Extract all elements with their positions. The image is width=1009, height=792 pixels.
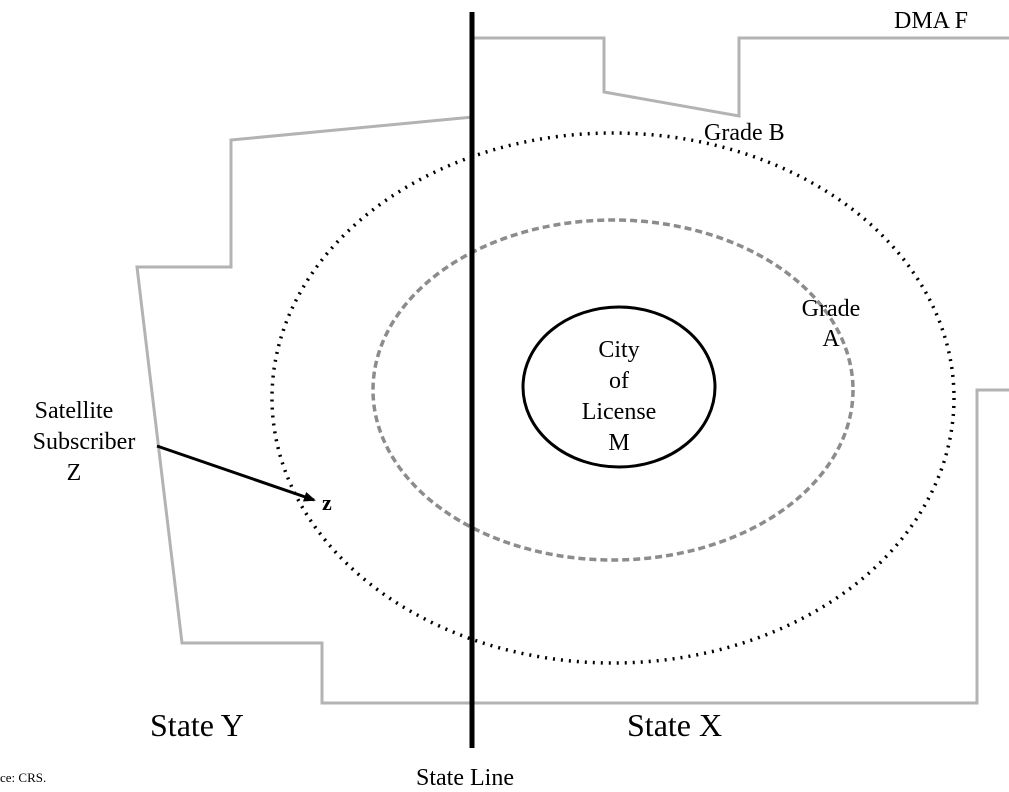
subscriber-label-line1: Satellite — [35, 398, 114, 424]
city-label-line4: M — [608, 430, 629, 456]
dma-label: DMA F — [894, 8, 968, 34]
dma-boundary-top — [471, 36, 1009, 118]
state-x-label: State X — [627, 707, 722, 743]
city-label-line3: License — [582, 399, 657, 425]
source-note: ce: CRS. — [0, 770, 46, 785]
grade-b-contour — [270, 131, 956, 665]
state-line-label: State Line — [416, 765, 514, 791]
dma-f-boundary — [135, 36, 1009, 705]
grade-a-label-line2: A — [822, 326, 840, 352]
grade-a-label-line1: Grade — [802, 296, 861, 322]
city-label-line1: City — [598, 337, 639, 363]
dma-boundary-left — [135, 115, 1009, 705]
subscriber-marker: z — [322, 490, 332, 515]
subscriber-label-line2: Subscriber — [33, 429, 136, 455]
subscriber-label-line3: Z — [67, 460, 82, 486]
state-y-label: State Y — [150, 707, 244, 743]
grade-a-contour — [371, 218, 855, 562]
grade-b-label: Grade B — [704, 120, 785, 146]
city-label-line2: of — [609, 368, 629, 394]
subscriber-arrow — [156, 444, 316, 502]
city-of-license-boundary — [521, 305, 717, 469]
